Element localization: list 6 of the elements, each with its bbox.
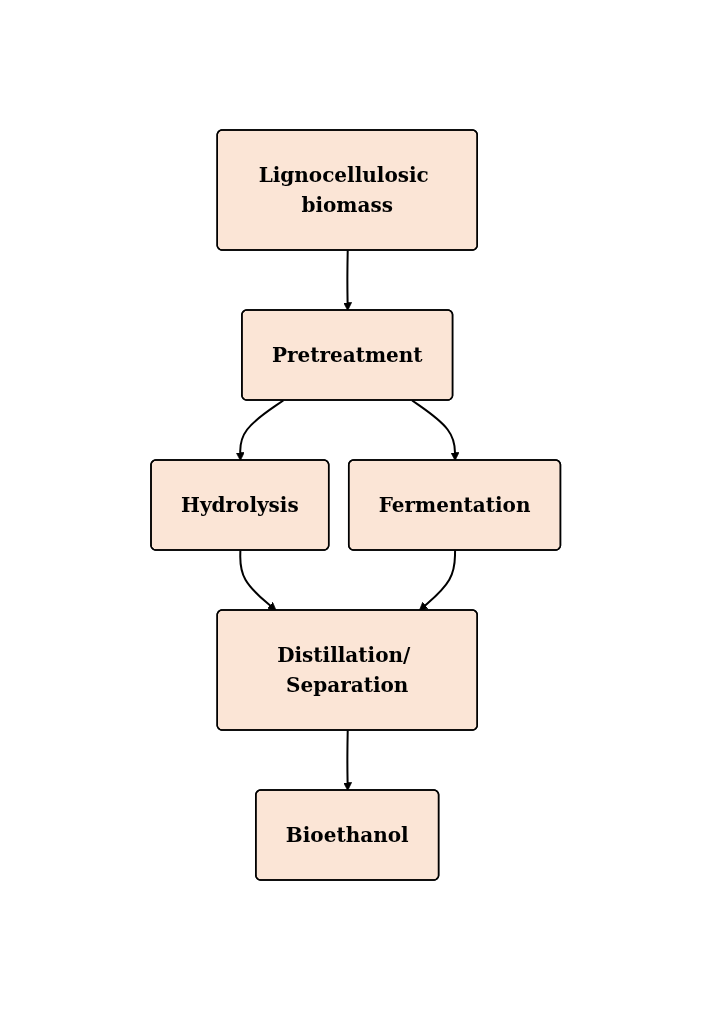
arrow (239, 549, 277, 611)
arrow (342, 249, 352, 311)
arrow (410, 399, 460, 461)
arrow (418, 549, 456, 611)
arrow (342, 729, 352, 791)
arrow (235, 399, 285, 461)
